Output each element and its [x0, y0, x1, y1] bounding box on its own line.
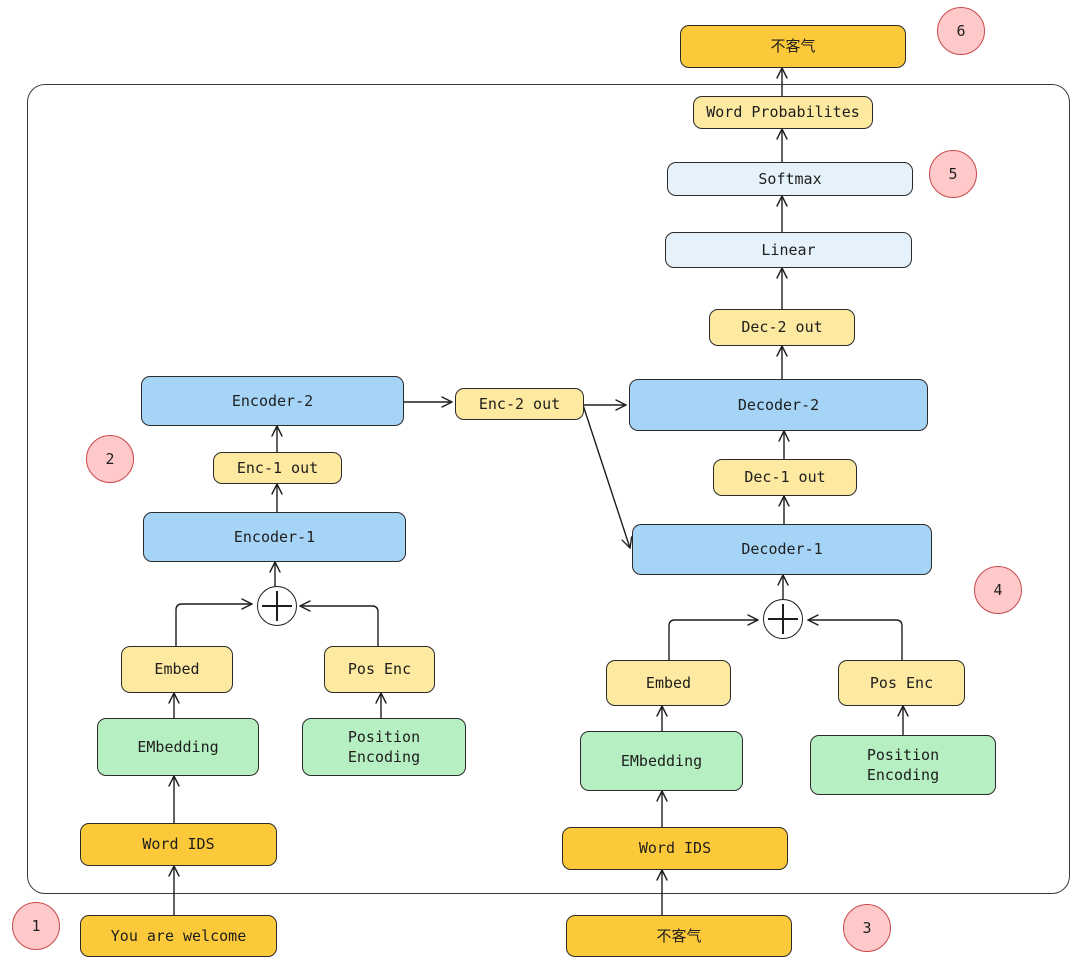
dec-2-out-node: Dec-2 out: [709, 309, 855, 346]
encoder-1-block: Encoder-1: [143, 512, 406, 562]
decoder-pos-enc-output: Pos Enc: [838, 660, 965, 706]
encoder-word-ids-node: Word IDS: [80, 823, 277, 866]
encoder-add-icon: [257, 586, 297, 626]
enc-1-out-node: Enc-1 out: [213, 452, 342, 484]
enc-2-out-node: Enc-2 out: [455, 388, 584, 420]
arrow-enc-embed-to-add: [175, 598, 253, 647]
decoder-1-block: Decoder-1: [632, 524, 932, 575]
step-badge-3: 3: [843, 904, 891, 952]
decoder-2-block: Decoder-2: [629, 379, 928, 431]
encoder-embed-output: Embed: [121, 646, 233, 693]
word-probabilities-node: Word Probabilites: [693, 96, 873, 129]
step-badge-6: 6: [937, 7, 985, 55]
step-badge-1: 1: [12, 902, 60, 950]
encoder-embedding-layer: EMbedding: [97, 718, 259, 776]
step-badge-4: 4: [974, 566, 1022, 614]
step-badge-5: 5: [929, 150, 977, 198]
decoder-add-icon: [763, 599, 803, 639]
decoder-output-sentence: 不客气: [680, 25, 906, 68]
dec-1-out-node: Dec-1 out: [713, 459, 857, 496]
decoder-embed-output: Embed: [606, 660, 731, 706]
encoder-position-encoding-layer: Position Encoding: [302, 718, 466, 776]
encoder-pos-enc-output: Pos Enc: [324, 646, 435, 693]
arrow-dec-posenc-to-add: [807, 614, 903, 661]
decoder-position-encoding-layer: Position Encoding: [810, 735, 996, 795]
arrow-enc-posenc-to-add: [299, 600, 379, 647]
decoder-word-ids-node: Word IDS: [562, 827, 788, 870]
linear-layer: Linear: [665, 232, 912, 268]
step-badge-2: 2: [86, 435, 134, 483]
model-boundary: [27, 84, 1070, 894]
decoder-embedding-layer: EMbedding: [580, 731, 743, 791]
encoder-input-sentence: You are welcome: [80, 915, 277, 957]
decoder-input-sentence: 不客气: [566, 915, 792, 957]
encoder-2-block: Encoder-2: [141, 376, 404, 426]
softmax-layer: Softmax: [667, 162, 913, 196]
arrow-dec-embed-to-add: [668, 614, 759, 661]
arrow-enc2out-to-decoder1: [582, 404, 633, 549]
